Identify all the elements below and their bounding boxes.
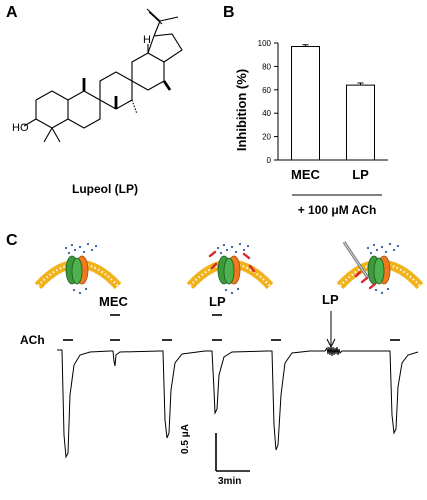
receptor-diagram-lp-injected (340, 241, 420, 295)
injection-arrow-icon (326, 311, 336, 349)
lp-label-1: LP (209, 294, 226, 309)
scale-bar-current-label: 0.5 μA (180, 423, 191, 454)
chart-y-tick-label: 20 (262, 133, 271, 142)
panel-c-letter: C (6, 232, 18, 249)
panel-a-caption: Lupeol (LP) (72, 182, 138, 196)
scale-bar (215, 433, 250, 472)
receptor-diagram-control (38, 242, 118, 295)
receptor-diagram-lp (190, 242, 270, 295)
hydroxyl-label: HO (12, 122, 29, 134)
chart-bars (291, 44, 375, 161)
chart-y-tick-label: 0 (267, 156, 272, 165)
receptor-diagrams (0, 241, 427, 295)
chart-bar-lp (346, 84, 375, 161)
mec-label: MEC (99, 294, 128, 309)
lp-label-2: LP (322, 292, 339, 307)
chart-bar-mec (291, 46, 320, 161)
chart-y-tick-label: 100 (258, 39, 272, 48)
chart-y-label: Inhibition (%) (234, 69, 249, 151)
chart-x-label-mec: MEC (291, 167, 321, 182)
chart-x-labels: MEC LP (291, 167, 369, 182)
ach-label: ACh (20, 333, 45, 347)
scale-bar-time-label: 3min (218, 476, 242, 487)
current-trace-panel (57, 311, 419, 472)
hydrogen-label: H (143, 34, 151, 46)
panel-a-letter: A (6, 4, 18, 21)
current-trace (57, 345, 419, 459)
chart-x-label-lp: LP (352, 167, 369, 182)
panel-b-letter: B (223, 4, 235, 21)
chart-y-ticks: 0 20 40 60 80 100 (258, 39, 278, 165)
lupeol-structure: HO H (12, 8, 183, 143)
chart-y-tick-label: 80 (262, 62, 271, 71)
chart-footer-label: + 100 μM ACh (298, 203, 377, 217)
chart-y-tick-label: 40 (262, 109, 271, 118)
inhibition-bar-chart: 0 20 40 60 80 100 MEC LP Inhibition (%) + 100 … (234, 39, 388, 217)
chart-y-tick-label: 60 (262, 86, 271, 95)
